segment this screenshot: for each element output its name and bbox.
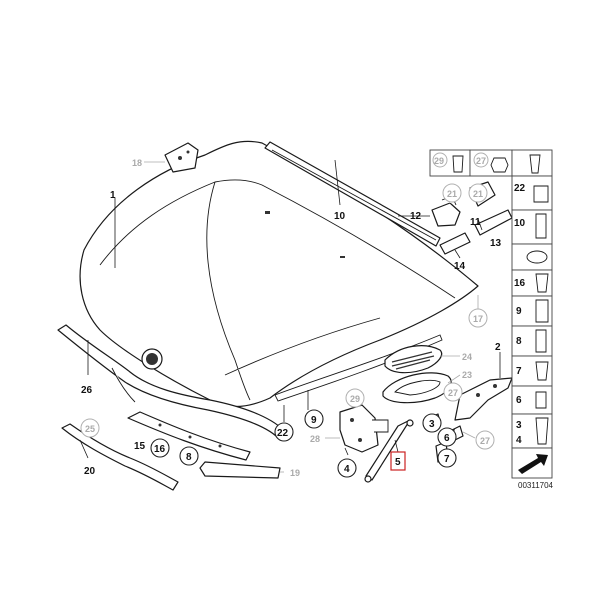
gray-label-17: 17	[473, 314, 483, 324]
label-circle-4	[337, 458, 357, 478]
hood-slot	[265, 211, 270, 214]
label-circle-3	[422, 413, 442, 433]
gray-label-23: 23	[462, 370, 472, 380]
gray-label-27b: 27	[480, 436, 490, 446]
side-gray-circle-29	[432, 152, 448, 168]
reference-number: 00311704	[518, 481, 554, 490]
gray-label-25: 25	[85, 424, 95, 434]
label-circle-16	[150, 438, 170, 458]
strip-20	[61, 423, 179, 491]
gray-label-27a: 27	[448, 388, 458, 398]
seal-strip-10	[264, 141, 441, 247]
gray-circle-17	[468, 308, 488, 328]
label-16: 16	[154, 444, 166, 455]
hinge-right-2	[454, 377, 513, 421]
side-label-4: 4	[516, 435, 522, 446]
hood-slot	[340, 256, 345, 258]
label-5: 5	[395, 457, 401, 468]
side-label-8: 8	[516, 336, 522, 347]
side-label-27: 27	[476, 156, 486, 166]
side-gray-circle-27	[473, 152, 489, 168]
side-row-8: 8	[511, 325, 553, 357]
label-circle-6	[437, 427, 457, 447]
hinge-left-29	[339, 404, 389, 453]
label-8: 8	[186, 452, 192, 463]
label-circle-9	[304, 409, 324, 429]
label-14: 14	[454, 261, 466, 272]
side-row-7: 7	[511, 355, 553, 387]
label-20: 20	[84, 466, 96, 477]
side-label-10: 10	[514, 218, 526, 229]
gray-label-21a: 21	[447, 189, 457, 199]
side-label-6: 6	[516, 395, 522, 406]
label-11: 11	[470, 217, 481, 228]
part-labels: 1 10 12 11 13 14 26 15 16 8 9 22 4 5 3 6…	[81, 190, 502, 478]
side-row-10: 10	[511, 209, 553, 245]
label-2: 2	[495, 342, 501, 353]
gray-circle-25	[80, 418, 100, 438]
label-15: 15	[134, 441, 146, 452]
label-9: 9	[311, 415, 317, 426]
label-circle-7	[437, 448, 457, 468]
label-22: 22	[277, 428, 289, 439]
label-3: 3	[429, 419, 435, 430]
gray-circle-27b	[475, 430, 495, 450]
side-row-3-4: 3 4	[511, 413, 553, 449]
bracket-18	[164, 142, 199, 173]
label-26: 26	[81, 385, 93, 396]
side-row-6: 6	[511, 385, 553, 415]
vent-frame-23	[382, 372, 452, 404]
roundel-emblem	[141, 348, 163, 370]
gray-circle-29	[345, 388, 365, 408]
side-label-29: 29	[434, 156, 444, 166]
label-10: 10	[334, 211, 346, 222]
gray-label-19: 19	[290, 468, 300, 478]
side-label-22: 22	[514, 183, 526, 194]
label-12: 12	[410, 211, 422, 222]
label-1: 1	[110, 190, 116, 201]
gray-circle-21b	[468, 183, 488, 203]
vent-grille-24	[384, 345, 443, 374]
clip-icon	[529, 154, 541, 174]
gray-part-labels: 18 21 21 17 24 23 29 28 27 27 25 19	[80, 158, 495, 478]
gray-circle-27a	[443, 382, 463, 402]
gray-label-29: 29	[350, 394, 360, 404]
screw-icon	[452, 155, 464, 173]
gray-label-28: 28	[310, 434, 320, 444]
label-circle-8	[179, 446, 199, 466]
side-label-3: 3	[516, 420, 522, 431]
gas-strut-5	[364, 419, 414, 483]
label-4: 4	[344, 464, 350, 475]
side-row-arrow	[511, 447, 553, 479]
nut-icon	[490, 157, 509, 173]
label-13: 13	[490, 238, 502, 249]
side-row-9: 9	[511, 295, 553, 327]
side-row-16: 16	[511, 269, 553, 297]
arrow-icon	[518, 454, 548, 474]
label-7: 7	[444, 454, 450, 465]
strip-19	[199, 461, 281, 479]
side-label-16: 16	[514, 278, 526, 289]
side-label-7: 7	[516, 366, 522, 377]
strip-14	[439, 232, 471, 255]
gray-label-18: 18	[132, 158, 142, 168]
gray-label-21b: 21	[473, 189, 483, 199]
gray-circle-21a	[442, 183, 462, 203]
side-label-9: 9	[516, 306, 522, 317]
side-parts-column: 29 27 22 10 16 9	[429, 149, 554, 490]
side-row-22: 22	[511, 175, 553, 211]
highlight-box-5	[390, 451, 406, 471]
side-row-o-ring	[511, 243, 553, 271]
label-circle-22	[274, 422, 294, 442]
bracket-15	[127, 411, 251, 461]
label-6: 6	[444, 433, 450, 444]
hood-panel	[79, 140, 479, 408]
gray-label-24: 24	[462, 352, 472, 362]
